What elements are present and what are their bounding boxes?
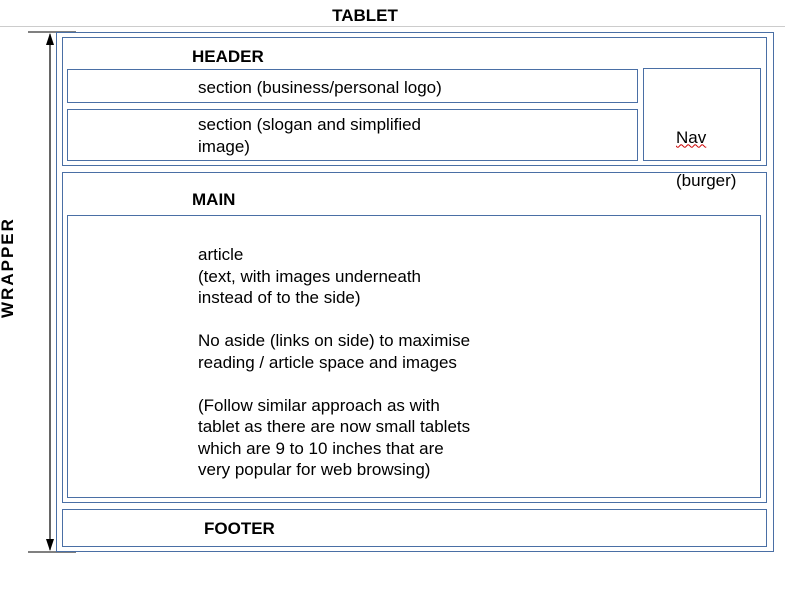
wrapper-label: WRAPPER (0, 217, 17, 318)
nav-box (643, 68, 761, 161)
section-slogan-box (67, 109, 638, 161)
section-slogan-text: section (slogan and simplified image) (198, 115, 422, 156)
header-box (62, 37, 767, 166)
article-box (67, 215, 761, 498)
nav-text: Nav (burger) (676, 105, 736, 191)
nav-subtitle: (burger) (676, 170, 737, 190)
main-box (62, 172, 767, 503)
wrapper-box (56, 32, 774, 552)
nav-label: Nav (676, 127, 707, 147)
article-text: article (text, with images underneath in… (198, 245, 471, 479)
footer-label: FOOTER (204, 519, 275, 538)
section-logo-box (67, 69, 638, 103)
section-logo-text: section (business/personal logo) (198, 78, 442, 97)
header-label: HEADER (192, 47, 264, 66)
title-divider (0, 26, 785, 27)
footer-box (62, 509, 767, 547)
diagram-title: TABLET (332, 6, 398, 25)
main-label: MAIN (192, 190, 236, 209)
